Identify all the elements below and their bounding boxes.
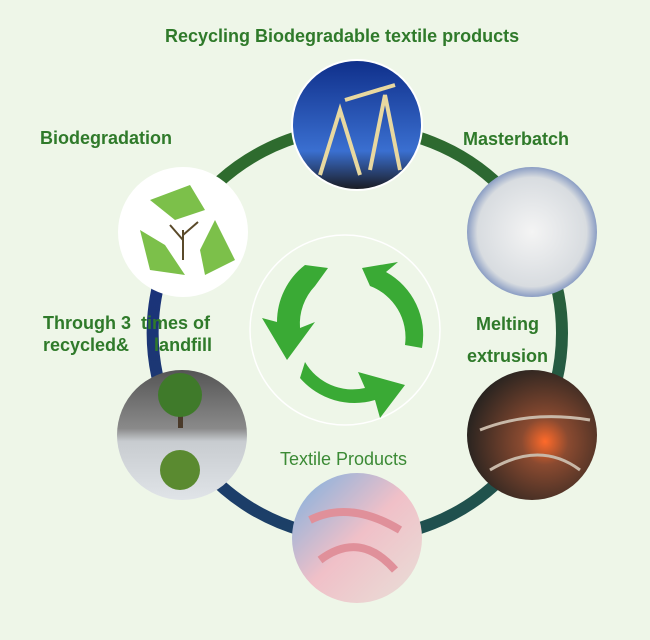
label-recycled-line2: recycled& landfill: [43, 335, 213, 355]
recycle-arrows-icon: [262, 262, 424, 418]
label-textile-products: Textile Products: [280, 449, 408, 469]
textile-fabric-image: [292, 473, 422, 603]
label-biodegradation: Biodegradation: [40, 128, 173, 148]
cycle-ring-right: [356, 122, 568, 544]
label-recycled-line1: Through 3 times of: [43, 313, 211, 333]
label-melting: Melting: [476, 314, 539, 334]
oil-pump-image: [291, 59, 423, 191]
label-extrusion: extrusion: [467, 346, 549, 366]
label-masterbatch: Masterbatch: [463, 129, 570, 149]
diagram-title: Recycling Biodegradable textile products: [165, 26, 520, 46]
melting-extrusion-image: [467, 370, 597, 500]
pellets-image: [467, 167, 597, 297]
recycle-tree-image: [118, 167, 248, 297]
tree-landfill-image: [117, 370, 247, 500]
